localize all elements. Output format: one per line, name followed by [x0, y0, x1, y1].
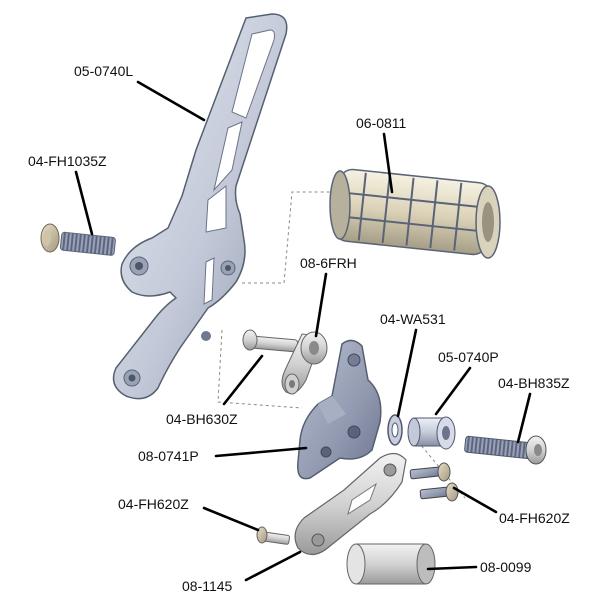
part-04-FH1035Z-bolt: [40, 223, 116, 256]
leader-04-WA531: [396, 328, 418, 418]
leader-04-FH620Z-right: [452, 486, 498, 514]
leader-06-0811: [382, 132, 394, 194]
label-08-1145: 08-1145: [182, 578, 233, 594]
leader-04-BH630Z: [222, 354, 264, 406]
label-08-0741P: 08-0741P: [138, 448, 199, 464]
part-05-0740L-bracket: [112, 13, 288, 400]
leader-08-0741P: [214, 446, 308, 458]
leader-08-1145: [244, 550, 302, 582]
part-08-0099-spacer: [346, 543, 436, 585]
part-05-0740P-collar: [407, 416, 456, 450]
leader-lines: [74, 80, 532, 582]
leader-04-FH1035Z: [74, 170, 94, 236]
label-04-WA531: 04-WA531: [380, 311, 446, 327]
leader-08-0099: [426, 565, 478, 571]
label-04-FH620Z-left: 04-FH620Z: [118, 496, 189, 512]
leader-08-6FRH: [314, 272, 328, 338]
label-05-0740P: 05-0740P: [438, 349, 499, 365]
part-04-FH620Z-screws-right: [409, 462, 459, 502]
label-08-6FRH: 08-6FRH: [300, 255, 357, 271]
label-08-0099: 08-0099: [480, 559, 532, 575]
part-08-1145-plate: [294, 452, 407, 556]
part-08-6FRH-rod-end: [281, 331, 328, 395]
label-04-FH620Z-right: 04-FH620Z: [499, 510, 570, 526]
part-labels: 05-0740L 06-0811 04-FH1035Z 08-6FRH 04-W…: [28, 63, 570, 594]
leader-04-BH835Z: [516, 392, 532, 444]
part-06-0811-footpeg: [329, 168, 501, 259]
leader-05-0740L: [136, 80, 206, 122]
part-04-WA531-washer: [387, 414, 403, 446]
leader-04-FH620Z-left: [202, 506, 260, 532]
label-04-FH1035Z: 04-FH1035Z: [28, 153, 107, 169]
part-08-0741P-lever: [297, 339, 382, 480]
leader-05-0740P: [434, 366, 472, 416]
label-04-BH630Z: 04-BH630Z: [166, 411, 238, 427]
label-04-BH835Z: 04-BH835Z: [498, 375, 570, 391]
part-04-FH620Z-screw-left: [256, 526, 290, 545]
label-05-0740L: 05-0740L: [74, 63, 133, 79]
label-06-0811: 06-0811: [356, 115, 407, 131]
part-04-BH835Z-bolt: [464, 435, 547, 465]
part-04-BH630Z-bolt: [242, 329, 299, 353]
